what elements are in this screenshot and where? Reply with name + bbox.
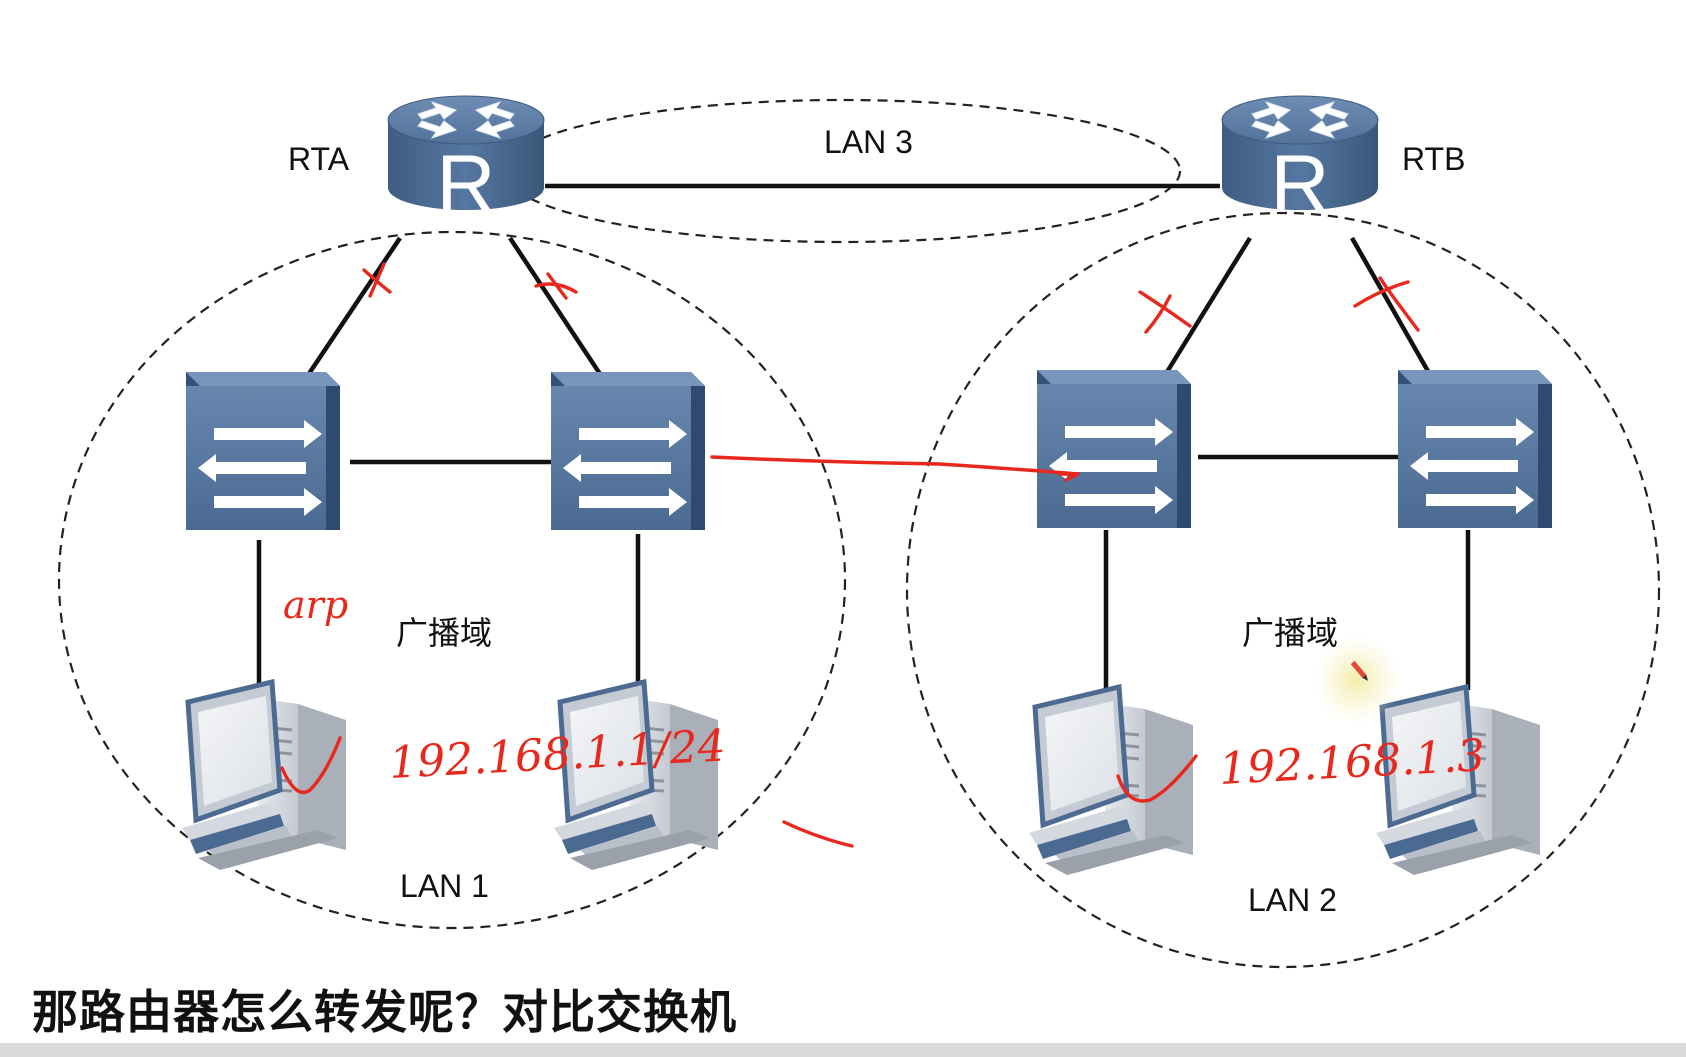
lan2-label: LAN 2 [1248,882,1337,918]
router-glyph: R [1270,139,1329,230]
lan1-dashed-ellipse [57,230,847,930]
ink-check-right [1116,754,1198,803]
router-glyph: R [436,139,495,230]
ink-check-left [280,736,342,795]
switch-2 [551,372,705,530]
ink-stroke [782,820,854,848]
arp-annotation: arp [283,583,348,627]
slide-caption: 那路由器怎么转发呢？对比交换机 [32,985,737,1039]
broadcast-domain-label-right: 广播域 [1242,614,1339,652]
link-rtb-switch4 [1350,236,1435,382]
handwriting-ink [280,262,1420,848]
router-rta: R [387,95,545,230]
switch-4 [1398,370,1552,528]
switch-icon [1398,370,1552,528]
lan3-dashed-ellipse [502,98,1182,244]
switch-icon [1037,370,1191,528]
lan3-label: LAN 3 [824,124,913,160]
bottom-scroll-strip [0,1043,1686,1057]
router-label-rta: RTA [288,141,350,177]
broadcast-domain-label-left: 广播域 [396,614,493,652]
network-links [256,183,1471,690]
lan1-label: LAN 1 [400,868,489,904]
link-rtb-switch3 [1160,236,1252,382]
router-rtb: R [1221,95,1379,230]
lan2-dashed-ellipse [905,211,1661,969]
router-label-rtb: RTB [1402,141,1466,177]
link-rta-switch1 [296,236,402,392]
pc-3 [1029,687,1193,875]
ink-arrow-line [710,455,1080,476]
switch-icon [551,372,705,530]
switch-3 [1037,370,1191,528]
pen-cursor-icon [1350,660,1369,681]
switch-icon [186,372,340,530]
switch-1 [186,372,340,530]
computer-icon [1029,687,1193,875]
link-rta-switch2 [508,236,606,382]
cursor-highlight [1313,636,1401,724]
